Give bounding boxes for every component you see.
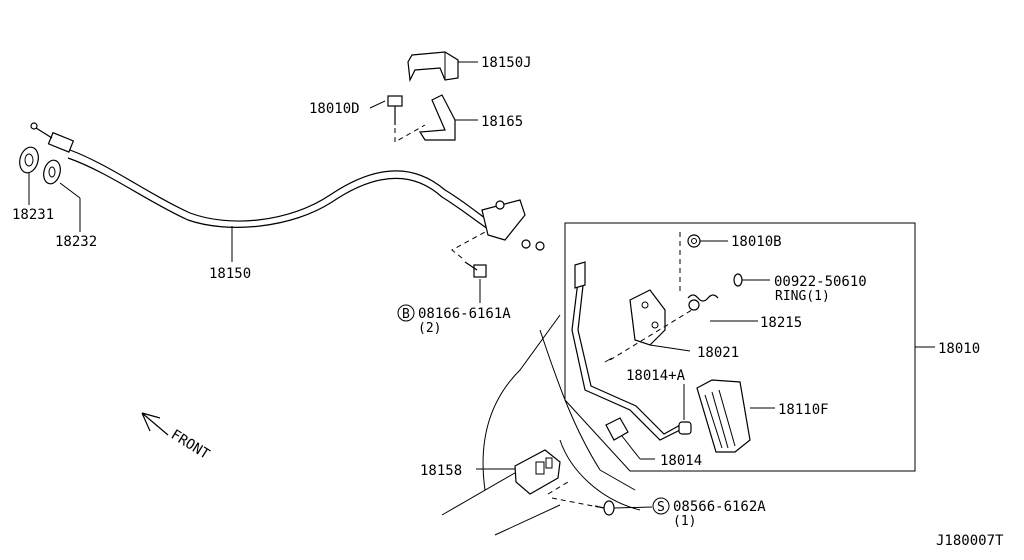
stopper-18014A [678,421,692,435]
pedal-assembly-box [564,222,916,472]
label-18010: 18010 [938,341,980,357]
label-18021: 18021 [697,345,739,361]
label-18158: 18158 [420,463,462,479]
pedal-arm [571,261,683,441]
label-18014: 18014 [660,453,702,469]
label-18165: 18165 [481,114,523,130]
diagram-code: J180007T [936,533,1004,549]
spring-18215 [687,294,719,311]
leader-lines [28,61,935,509]
label-18150J: 18150J [481,55,532,71]
front-label: FRONT [168,427,213,463]
bolt-18010D [387,95,403,125]
b-circle-marker [397,304,415,322]
label-18232: 18232 [55,234,97,250]
label-18014A: 18014+A [626,368,686,384]
front-arrow [141,412,169,436]
nut-18010B [687,234,701,248]
label-08166-6161A: 08166-6161A [418,306,511,322]
accelerator-cable [30,122,545,251]
label-18010D: 18010D [309,101,360,117]
label-18010B: 18010B [731,234,782,250]
label-18231: 18231 [12,207,54,223]
grommet-18231 [19,146,39,174]
bracket-18165 [418,94,456,141]
sensor-18158 [514,449,561,495]
clip-18150J [407,51,459,83]
pedal-bracket-18021 [629,289,666,346]
label-00922-50610: 00922-50610 [774,274,867,290]
label-08166-prefix: B [402,307,410,322]
label-18110F: 18110F [778,402,829,418]
pedal-pad-18110F [696,379,751,453]
label-08166-qty: (2) [418,321,441,336]
screw-08566 [594,500,615,516]
label-18215: 18215 [760,315,802,331]
grommet-18232 [43,159,61,185]
pad-small [605,417,629,441]
label-ring-qty: RING(1) [775,289,830,304]
ring-00922 [733,273,743,287]
label-08566-6162A: 08566-6162A [673,499,766,515]
label-08566-prefix: S [657,500,665,515]
vehicle-body-outline [441,314,641,536]
label-18150: 18150 [209,266,251,282]
bolt-08166 [464,261,487,278]
s-circle-marker [652,497,670,515]
label-08566-qty: (1) [673,514,696,529]
